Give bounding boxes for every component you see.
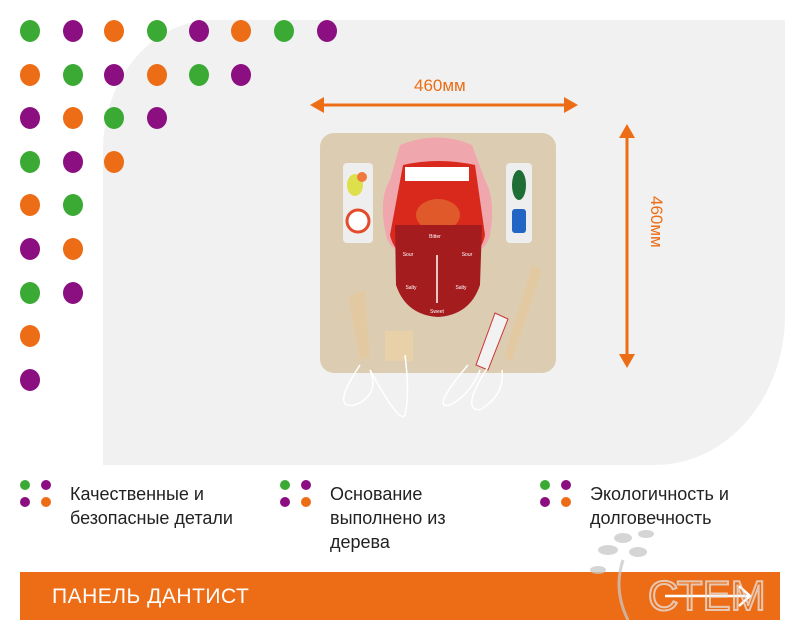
decorative-dot	[63, 281, 83, 304]
height-label: 460мм	[647, 196, 666, 248]
feature-bullet-dot	[301, 480, 311, 490]
decorative-dot	[104, 107, 124, 130]
product-image: Bitter Sour Sour Salty Salty Sweet	[320, 133, 556, 418]
feature-eco: Экологичность и долговечность	[590, 482, 729, 530]
decorative-dot	[63, 150, 83, 173]
decorative-dot	[20, 281, 40, 304]
decorative-dot	[231, 20, 251, 42]
decorative-dot	[317, 20, 337, 42]
decorative-dot	[20, 194, 40, 217]
decorative-dot	[20, 325, 40, 348]
feature-wood-base: Основание выполнено из дерева	[330, 482, 446, 554]
decorative-dot	[63, 20, 83, 42]
feature-text: Качественные и	[70, 484, 204, 504]
width-label: 460мм	[414, 76, 466, 95]
feature-text: дерева	[330, 532, 390, 552]
width-arrow-icon	[310, 97, 578, 113]
stem-logo: СТЕМ	[590, 530, 767, 620]
feature-bullet-dot	[280, 497, 290, 507]
tongue-label: Sweet	[430, 309, 445, 315]
feature-text: долговечность	[590, 508, 712, 528]
feature-text: безопасные детали	[70, 508, 233, 528]
height-arrow-icon	[619, 124, 635, 368]
decorative-dot	[231, 63, 251, 86]
decorative-dot	[20, 63, 40, 86]
feature-bullet-dot	[20, 497, 30, 507]
decorative-dot	[274, 20, 294, 42]
tongue-label: Salty	[405, 285, 417, 291]
decorative-dot	[147, 107, 167, 130]
feature-bullet-dot	[301, 497, 311, 507]
feature-text: Основание	[330, 484, 423, 504]
tongue-label: Salty	[455, 285, 467, 291]
decorative-dot	[20, 368, 40, 391]
decorative-dot	[63, 63, 83, 86]
product-title-bar[interactable]: ПАНЕЛЬ ДАНТИСТ	[20, 572, 780, 620]
decorative-dot	[147, 63, 167, 86]
logo-text: СТЕМ	[648, 572, 766, 619]
decorative-dot	[104, 63, 124, 86]
decorative-dot	[189, 63, 209, 86]
decorative-dot	[63, 107, 83, 130]
decorative-dot	[189, 20, 209, 42]
feature-bullet-dot	[561, 480, 571, 490]
decorative-dot	[20, 20, 40, 42]
decorative-dot	[63, 238, 83, 260]
tongue-label: Sour	[462, 252, 473, 258]
decorative-dot	[20, 238, 40, 260]
feature-text: Экологичность и	[590, 484, 729, 504]
feature-text: выполнено из	[330, 508, 446, 528]
tongue-label: Bitter	[429, 234, 441, 240]
feature-bullet-dot	[280, 480, 290, 490]
decorative-dot	[20, 107, 40, 130]
decorative-dot	[147, 20, 167, 42]
product-title: ПАНЕЛЬ ДАНТИСТ	[52, 585, 250, 608]
feature-bullet-dot	[41, 480, 51, 490]
feature-quality: Качественные и безопасные детали	[70, 482, 233, 530]
feature-bullet-dot	[540, 497, 550, 507]
decorative-dot	[104, 20, 124, 42]
decorative-dot	[63, 194, 83, 217]
feature-bullet-dot	[540, 480, 550, 490]
feature-bullet-dot	[561, 497, 571, 507]
feature-bullet-dot	[41, 497, 51, 507]
tongue-label: Sour	[403, 252, 414, 258]
arrow-right-icon[interactable]	[665, 584, 755, 608]
feature-bullet-dot	[20, 480, 30, 490]
decorative-dot	[20, 150, 40, 173]
decorative-dot	[104, 150, 124, 173]
